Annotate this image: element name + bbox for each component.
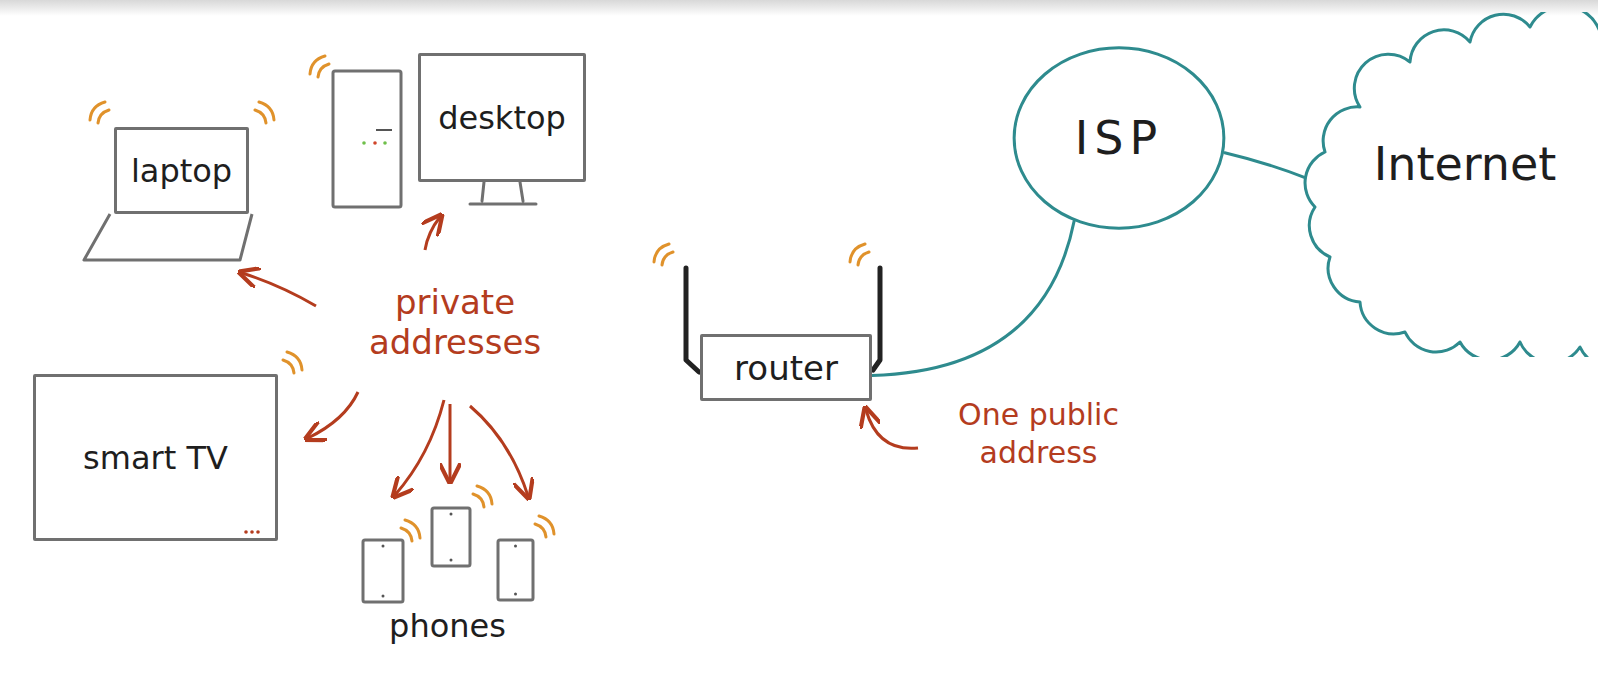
desktop-tower [333,71,401,207]
top-shade [0,0,1598,16]
tv-box: smart TV [33,374,278,541]
desktop-monitor: desktop [418,53,586,182]
phone-dot [450,559,453,562]
node-text: Internet [1374,137,1557,191]
node-text: laptop [131,152,232,190]
wifi-mark [90,102,109,123]
router-antenna [686,268,699,372]
phone-dot [514,593,517,596]
wifi-mark [535,516,554,537]
leader-arrow [395,400,444,495]
wifi-mark [255,102,274,123]
leader-arrow [470,406,528,496]
annotation-label: One public address [926,396,1151,472]
phones-group: phones [350,505,545,645]
wifi-mark [401,520,420,541]
node-text: router [734,348,838,388]
annotation-label: private addresses [330,282,580,362]
cloud-path [1305,12,1598,357]
wifi-mark [850,244,869,265]
link-line [872,221,1074,375]
node-text: desktop [438,99,566,137]
leader-arrow [866,410,918,448]
node-text: ISP [1075,111,1164,165]
monitor-stand [470,182,536,204]
leader-arrow [425,217,440,250]
phone-dot [382,595,385,598]
wifi-mark [654,244,673,265]
node-text: phones [389,607,506,645]
tv-dot [250,530,254,534]
wifi-mark [310,56,329,77]
link-line [1225,153,1305,178]
phone-dot [450,513,453,516]
tv-dot [256,530,260,534]
router-box: router [700,334,872,401]
isp-circle: ISP [1012,46,1226,230]
phone-dot [514,545,517,548]
tower-led [383,141,387,145]
laptop-screen: laptop [114,127,249,214]
tower-led [373,141,377,145]
laptop-base [84,214,252,260]
phone-shape [363,540,403,602]
wifi-mark [473,486,492,507]
router-antenna [873,268,880,370]
internet-cloud: Internet [1300,12,1598,357]
phone-shape [498,540,533,600]
wifi-mark [283,352,302,373]
tower-slot [376,129,392,131]
phone-dot [382,545,385,548]
node-text: smart TV [83,439,228,477]
tv-dot [244,530,248,534]
leader-arrow [308,392,358,438]
leader-arrow [449,404,452,480]
tower-led [362,141,366,145]
isp-ellipse [1014,48,1224,228]
leader-arrow [242,273,316,306]
phone-shape [432,508,470,566]
